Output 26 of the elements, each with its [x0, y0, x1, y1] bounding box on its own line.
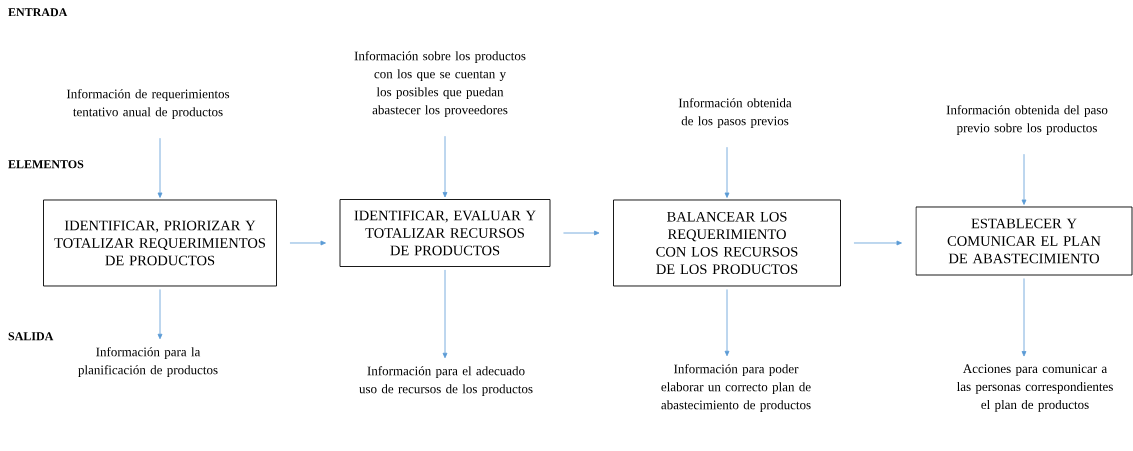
info-text: Información de requerimientos tentativo anual de productos — [66, 89, 230, 119]
arrow — [289, 240, 326, 246]
arrow — [1021, 153, 1027, 205]
vertical-label: ENTRADA — [8, 8, 68, 17]
arrow — [157, 289, 163, 340]
process-box: IDENTIFICAR, EVALUAR Y TOTALIZAR RECURSOS DE PRODUCTOS — [339, 199, 551, 267]
info-text: Información para el adecuado uso de recursos de los productos — [359, 366, 533, 396]
process-box: IDENTIFICAR, PRIORIZAR Y TOTALIZAR REQUERIMIENTOS DE PRODUCTOS — [43, 199, 277, 287]
arrow — [442, 269, 448, 359]
info-text: Acciones para comunicar a las personas correspondientes el plan de productos — [956, 364, 1113, 412]
arrow — [853, 240, 902, 246]
info-text: Información sobre los productos con los que se cuentan y los posibles que puedan abastecer los proveedores — [354, 51, 526, 117]
info-text: Información obtenida de los pasos previos — [678, 98, 792, 128]
arrow — [157, 137, 163, 198]
process-box: BALANCEAR LOS REQUERIMIENTO CON LOS RECURSOS DE LOS PRODUCTOS — [613, 199, 841, 287]
arrow — [442, 135, 448, 198]
vertical-label: ELEMENTOS — [8, 160, 84, 169]
info-text: Información obtenida del paso previo sobre los productos — [946, 105, 1108, 135]
process-box: ESTABLECER Y COMUNICAR EL PLAN DE ABASTECIMIENTO — [915, 206, 1133, 276]
info-text: Información para la planificación de productos — [78, 347, 218, 377]
arrow — [724, 146, 730, 198]
vertical-label: SALIDA — [8, 332, 54, 341]
arrow — [1021, 278, 1027, 357]
arrow — [724, 289, 730, 357]
info-text: Información para poder elaborar un correcto plan de abastecimiento de productos — [661, 364, 811, 412]
arrow — [563, 230, 600, 236]
